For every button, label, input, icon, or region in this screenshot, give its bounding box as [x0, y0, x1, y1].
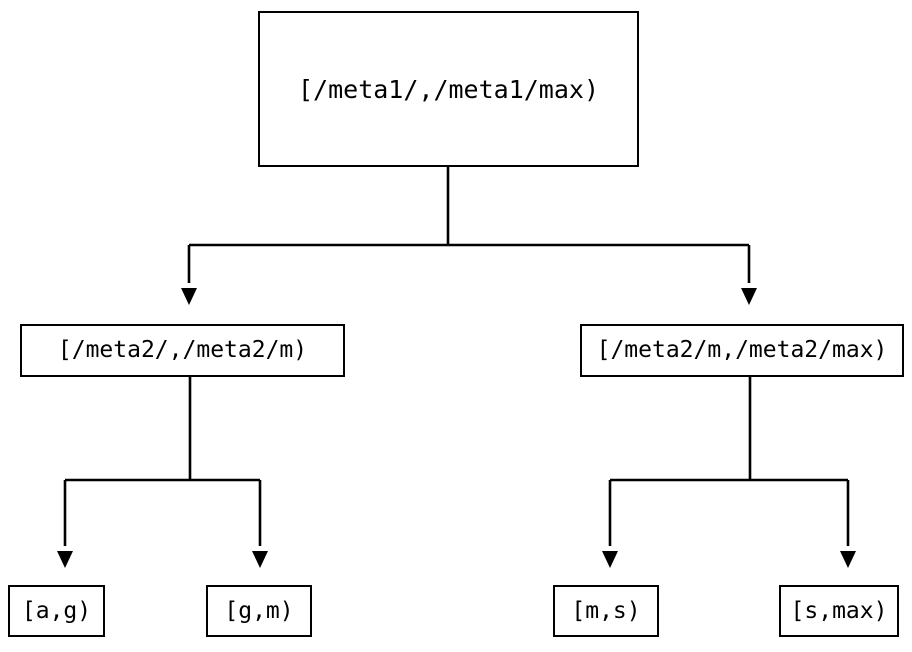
arrowhead-to-leaf-m-s	[602, 551, 618, 568]
node-mid-left[interactable]: [/meta2/,/meta2/m)	[20, 324, 345, 377]
arrowhead-to-leaf-a-g	[57, 551, 73, 568]
node-mid-right[interactable]: [/meta2/m,/meta2/max)	[580, 324, 904, 377]
node-leaf-m-s[interactable]: [m,s)	[553, 585, 659, 637]
node-leaf-g-m[interactable]: [g,m)	[206, 585, 312, 637]
arrowhead-to-mid-left	[181, 288, 197, 305]
arrowhead-to-mid-right	[741, 288, 757, 305]
arrowhead-to-leaf-s-max	[840, 551, 856, 568]
arrowhead-to-leaf-g-m	[252, 551, 268, 568]
node-root[interactable]: [/meta1/,/meta1/max)	[258, 11, 639, 167]
node-leaf-a-g[interactable]: [a,g)	[8, 585, 105, 637]
node-leaf-s-max[interactable]: [s,max)	[779, 585, 899, 637]
